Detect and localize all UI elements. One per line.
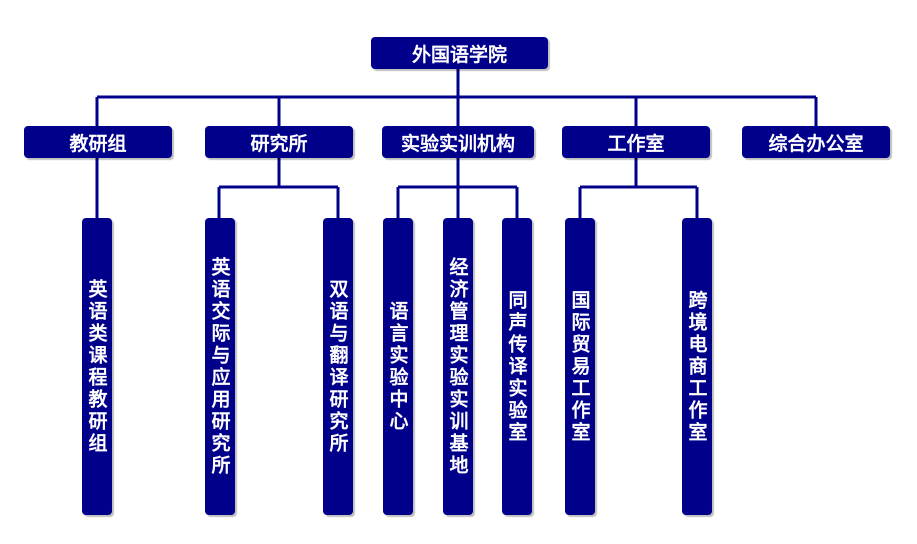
unit-label: 跨境电商工作室 (685, 289, 708, 444)
dept-node-lab-training: 实验实训机构 (382, 126, 534, 158)
unit-label: 语言实验中心 (386, 300, 409, 433)
unit-node-bilingual-translation-institute: 双语与翻译研究所 (323, 218, 353, 515)
dept-node-studio: 工作室 (562, 126, 710, 158)
unit-label: 英语交际与应用研究所 (208, 256, 231, 477)
dept-label: 教研组 (69, 132, 127, 155)
unit-node-language-lab-center: 语言实验中心 (383, 218, 413, 515)
dept-node-research-institute: 研究所 (205, 126, 353, 158)
unit-node-economic-management-base: 经济管理实验实训基地 (443, 218, 473, 515)
unit-node-english-course-group: 英语类课程教研组 (82, 218, 112, 515)
root-label: 外国语学院 (411, 43, 507, 66)
unit-node-english-communication-institute: 英语交际与应用研究所 (205, 218, 235, 515)
dept-label: 研究所 (250, 132, 308, 155)
dept-label: 综合办公室 (768, 132, 864, 155)
dept-label: 工作室 (607, 132, 665, 155)
unit-label: 经济管理实验实训基地 (446, 256, 469, 477)
unit-label: 英语类课程教研组 (85, 278, 108, 455)
dept-node-teaching-group: 教研组 (24, 126, 172, 158)
unit-label: 同声传译实验室 (505, 289, 528, 444)
dept-label: 实验实训机构 (400, 132, 515, 155)
unit-node-simultaneous-interpreting-lab: 同声传译实验室 (502, 218, 532, 515)
dept-node-general-office: 综合办公室 (742, 126, 890, 158)
unit-node-international-trade-studio: 国际贸易工作室 (565, 218, 595, 515)
unit-node-cross-border-ecommerce-studio: 跨境电商工作室 (682, 218, 712, 515)
unit-label: 国际贸易工作室 (568, 289, 591, 444)
unit-label: 双语与翻译研究所 (326, 278, 349, 455)
root-node: 外国语学院 (371, 37, 548, 69)
